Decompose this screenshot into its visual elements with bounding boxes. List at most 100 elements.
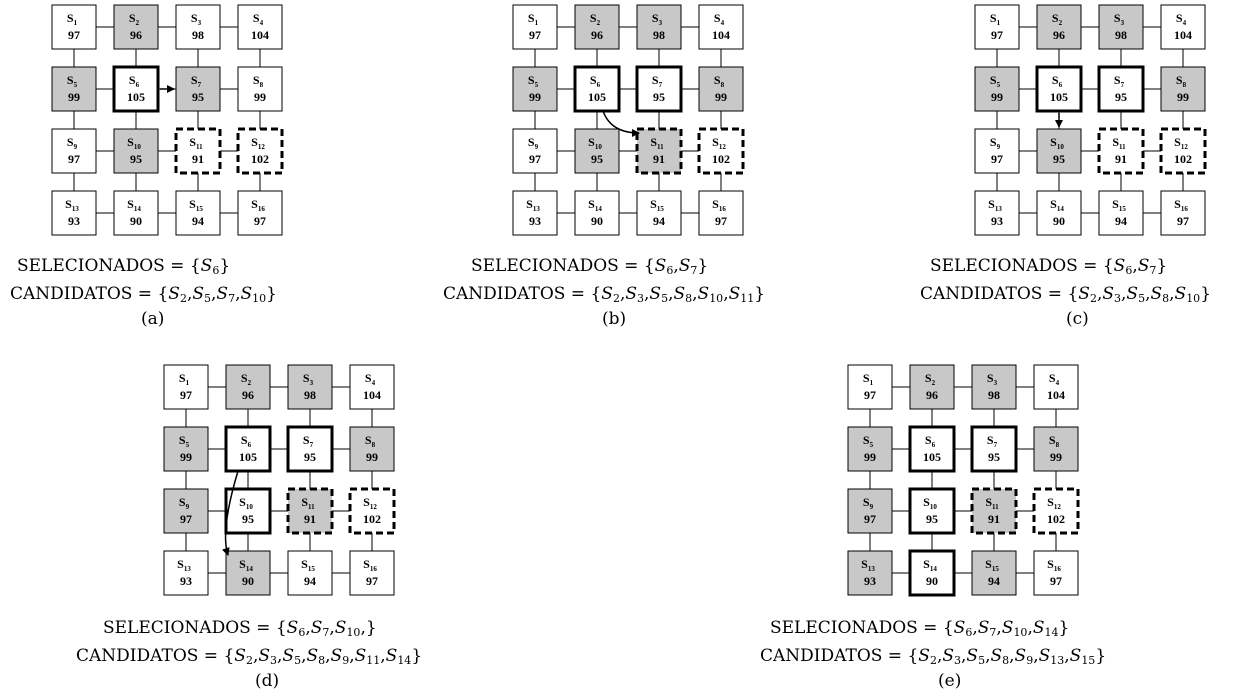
candidates-set: CANDIDATOS = {S2,S3,S5,S8,S10} [920,284,1212,305]
candidates-set-label: CANDIDATOS [443,284,566,304]
candidates-set: CANDIDATOS = {S2,S5,S7,S10} [10,284,277,305]
cell-label: S5 [179,433,190,449]
set-member: S2 [601,284,620,305]
cell-label: S14 [588,197,602,213]
cell-value: 104 [1047,388,1065,402]
cell-label: S12 [251,135,265,151]
cell-label: S16 [1047,557,1061,573]
cell-label: S10 [923,495,937,511]
cell-label: S15 [301,557,315,573]
cell-label: S13 [861,557,875,573]
cell-box [974,66,1020,112]
cell-box [349,364,395,410]
lattice-panel-c: S197S296S398S4104S599S6105S795S899S997S1… [974,4,1207,236]
set-member: S14 [385,646,412,667]
selection-arrow [221,470,239,556]
cell-value: 99 [1177,90,1189,104]
cell-box [286,425,334,473]
selected-set: SELECIONADOS = {S6} [17,256,231,277]
cell-label: S6 [129,73,140,89]
cell-value: 99 [254,90,266,104]
cell-box [635,65,683,113]
cell-label: S16 [363,557,377,573]
cell-value: 94 [988,574,1000,588]
cell-label: S11 [189,135,203,151]
set-member: S3 [625,284,644,305]
cell-label: S16 [251,197,265,213]
cell-box [113,190,159,236]
cell-label: S5 [990,73,1001,89]
cell-label: S3 [652,11,663,27]
cell-box [51,128,97,174]
cell-box [174,127,222,175]
cell-value: 99 [715,90,727,104]
cell-value: 90 [926,574,938,588]
cell-box [51,190,97,236]
cell-box [113,128,159,174]
candidates-set: CANDIDATOS = {S2,S3,S5,S8,S9,S13,S15} [760,646,1107,667]
set-member: S10 [240,284,267,305]
cell-label: S6 [925,433,936,449]
cell-value: 96 [130,28,142,42]
cell-box [574,128,620,174]
cell-label: S3 [987,371,998,387]
cell-label: S3 [303,371,314,387]
cell-box [1160,190,1206,236]
cell-box [697,127,745,175]
cell-label: S4 [253,11,264,27]
set-member: S6 [200,256,220,277]
candidates-set-label: CANDIDATOS [760,646,883,666]
cell-value: 90 [130,214,142,228]
cell-value: 99 [180,450,192,464]
cell-value: 95 [130,152,142,166]
cell-label: S2 [590,11,601,27]
cell-value: 95 [591,152,603,166]
cell-label: S9 [863,495,874,511]
cell-value: 105 [923,450,941,464]
cell-value: 104 [712,28,730,42]
set-member: S11 [354,646,381,667]
cell-value: 96 [242,388,254,402]
cell-value: 99 [366,450,378,464]
cell-label: S5 [863,433,874,449]
set-member: S15 [1069,646,1096,667]
cell-box [287,364,333,410]
cell-label: S3 [1114,11,1125,27]
cell-box [163,550,209,596]
candidates-set: CANDIDATOS = {S2,S3,S5,S8,S10,S11} [443,284,766,305]
cell-value: 97 [529,28,541,42]
cell-box [847,426,893,472]
cell-label: S15 [189,197,203,213]
set-member: S3 [258,646,277,667]
cell-box [1033,426,1079,472]
cell-box [971,364,1017,410]
cell-label: S15 [650,197,664,213]
set-member: S11 [728,284,755,305]
cell-value: 97 [529,152,541,166]
set-member: S7 [216,284,236,305]
cell-box [175,4,221,50]
